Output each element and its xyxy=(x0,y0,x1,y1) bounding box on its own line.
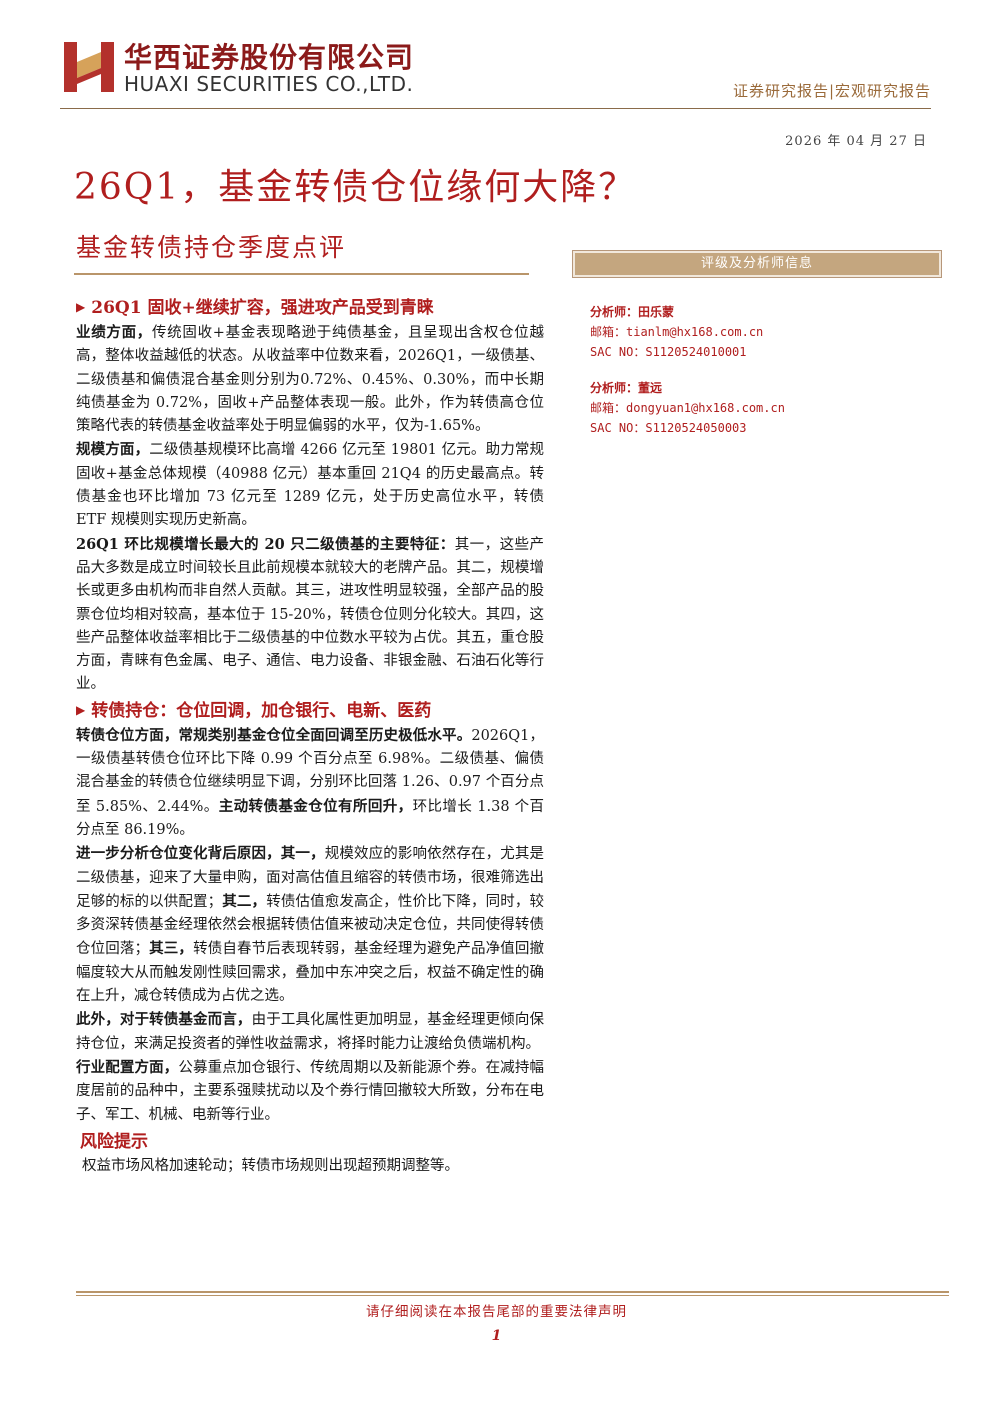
paragraph-scale: 规模方面，二级债基规模环比高增 4266 亿元至 19801 亿元。助力常规固收… xyxy=(76,441,545,529)
company-name-en: HUAXI SECURITIES CO.,LTD. xyxy=(124,72,414,96)
risk-heading: 风险提示 xyxy=(80,1131,148,1152)
risk-text: 权益市场风格加速轮动；转债市场规则出现超预期调整等。 xyxy=(82,1157,459,1174)
page-title: 26Q1，基金转债仓位缘何大降？ xyxy=(74,167,637,208)
report-body: ▶26Q1 固收+继续扩容，强进攻产品受到青睐 业绩方面，传统固收+基金表现略逊… xyxy=(76,294,544,1178)
huaxi-logo-icon xyxy=(64,42,114,92)
triangle-bullet-icon: ▶ xyxy=(76,300,86,314)
analyst-sac: SAC NO：S1120524010001 xyxy=(590,345,747,359)
paragraph-top20-features: 26Q1 环比规模增长最大的 20 只二级债基的主要特征：其一，这些产品大多数是… xyxy=(76,535,544,693)
analyst-sac: SAC NO：S1120524050003 xyxy=(590,421,747,435)
paragraph-reasons: 进一步分析仓位变化背后原因，其一，规模效应的影响依然存在，尤其是二级债基，迎来了… xyxy=(76,845,545,1005)
analyst-name: 分析师：田乐蒙 xyxy=(590,305,675,319)
paragraph-performance: 业绩方面，传统固收+基金表现略逊于纯债基金，且呈现出含权仓位越高，整体收益越低的… xyxy=(76,324,545,435)
analyst-email: 邮箱：dongyuan1@hx168.com.cn xyxy=(590,401,785,415)
section-heading: ▶转债持仓：仓位回调，加仓银行、电新、医药 xyxy=(76,697,544,724)
analyst-card: 分析师：董远 邮箱：dongyuan1@hx168.com.cn SAC NO：… xyxy=(590,378,785,438)
report-type: 证券研究报告|宏观研究报告 xyxy=(732,82,931,100)
paragraph-position: 转债仓位方面，常规类别基金仓位全面回调至历史极低水平。2026Q1，一级债基转债… xyxy=(76,726,545,838)
header-divider xyxy=(60,108,931,109)
paragraph-cb-fund: 此外，对于转债基金而言，由于工具化属性更加明显，基金经理更倾向保持仓位，来满足投… xyxy=(76,1011,545,1052)
footer-divider xyxy=(76,1291,949,1293)
paragraph-industry: 行业配置方面，公募重点加仓银行、传统周期以及新能源个券。在减持幅度居前的品种中，… xyxy=(76,1058,545,1123)
analyst-email: 邮箱：tianlm@hx168.com.cn xyxy=(590,325,764,339)
legal-disclaimer: 请仔细阅读在本报告尾部的重要法律声明 xyxy=(366,1304,627,1320)
page-number: 1 xyxy=(491,1328,502,1344)
rating-analyst-header: 评级及分析师信息 xyxy=(573,251,941,277)
triangle-bullet-icon: ▶ xyxy=(76,702,86,717)
page-subtitle: 基金转债持仓季度点评 xyxy=(76,233,347,262)
analyst-card: 分析师：田乐蒙 邮箱：tianlm@hx168.com.cn SAC NO：S1… xyxy=(590,302,763,362)
footer-divider xyxy=(76,1295,949,1296)
analyst-name: 分析师：董远 xyxy=(590,381,663,395)
subtitle-divider xyxy=(74,273,529,275)
report-date: 2026 年 04 月 27 日 xyxy=(785,134,927,149)
section-heading: ▶26Q1 固收+继续扩容，强进攻产品受到青睐 xyxy=(76,294,544,321)
company-name-cn: 华西证券股份有限公司 xyxy=(124,41,415,74)
